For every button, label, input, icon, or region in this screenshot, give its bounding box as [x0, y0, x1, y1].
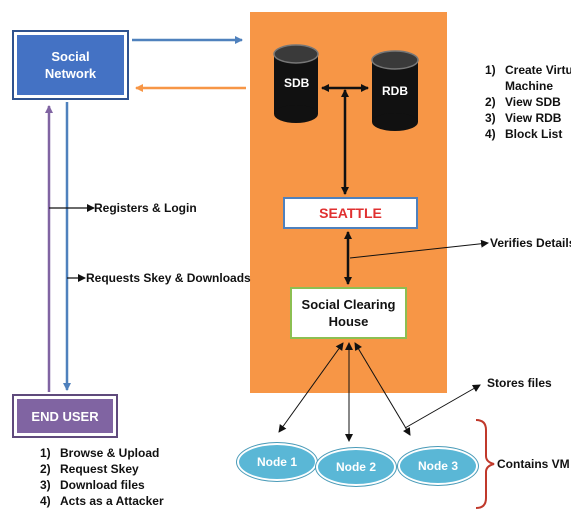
admin-action-item: 3) View RDB — [485, 110, 571, 126]
end-user-box: END USER — [12, 394, 118, 438]
item-number: 2) — [40, 462, 51, 476]
node-1-label: Node 1 — [256, 455, 297, 469]
item-text: View SDB — [505, 95, 561, 109]
item-text: Create Virtual — [505, 63, 571, 77]
node-1: Node 1 — [237, 443, 317, 481]
user-action-item: 1) Browse & Upload — [40, 445, 164, 461]
item-text: Acts as a Attacker — [60, 494, 164, 508]
brace-contains-vm — [475, 419, 495, 509]
clearing-house-label: Social Clearing House — [301, 297, 396, 329]
arrow-clearing-node3 — [354, 342, 411, 436]
item-number: 1) — [40, 446, 51, 460]
user-action-item: 3) Download files — [40, 477, 164, 493]
item-text: Request Skey — [60, 462, 139, 476]
item-text: View RDB — [505, 111, 562, 125]
item-text: Block List — [505, 127, 563, 141]
item-text: Browse & Upload — [60, 446, 160, 460]
sdb-database — [273, 44, 319, 123]
seattle-label: SEATTLE — [319, 205, 382, 221]
rdb-label: RDB — [382, 84, 408, 98]
verifies-label: Verifies Details — [490, 236, 571, 250]
arrow-clearing-node1 — [278, 342, 344, 433]
item-number: 1) — [485, 63, 496, 77]
seattle-box: SEATTLE — [283, 197, 418, 229]
social-network-label: Social Network — [44, 49, 97, 81]
contains-vm-label: Contains VM — [497, 457, 570, 471]
end-user-label: END USER — [31, 408, 99, 424]
clearing-house-box: Social Clearing House — [290, 287, 407, 339]
item-number: 4) — [40, 494, 51, 508]
admin-action-item-cont: Machine — [485, 78, 571, 94]
user-action-item: 2) Request Skey — [40, 461, 164, 477]
node-2-label: Node 2 — [335, 460, 376, 474]
social-network-box: Social Network — [12, 30, 129, 100]
item-number: 3) — [40, 478, 51, 492]
admin-actions-list: 1) Create Virtual Machine 2) View SDB 3) Vi… — [485, 62, 571, 142]
arrow-verifies — [349, 239, 489, 259]
registers-label: Registers & Login — [94, 201, 197, 215]
stores-label: Stores files — [487, 376, 552, 390]
node-3-label: Node 3 — [417, 459, 458, 473]
admin-action-item: 2) View SDB — [485, 94, 571, 110]
requests-label: Requests Skey & Downloads — [86, 271, 251, 285]
node-3: Node 3 — [398, 447, 478, 485]
arrow-stores — [404, 384, 481, 429]
sdb-label: SDB — [284, 76, 310, 90]
item-text: Machine — [505, 79, 554, 93]
item-text: Download files — [60, 478, 145, 492]
admin-action-item: 1) Create Virtual — [485, 62, 571, 78]
node-2: Node 2 — [316, 448, 396, 486]
user-actions-list: 1) Browse & Upload 2) Request Skey 3) Downl… — [40, 445, 164, 509]
rdb-database — [371, 50, 419, 131]
user-action-item: 4) Acts as a Attacker — [40, 493, 164, 509]
item-number: 3) — [485, 111, 496, 125]
admin-action-item: 4) Block List — [485, 126, 571, 142]
item-number: 4) — [485, 127, 496, 141]
item-number: 2) — [485, 95, 496, 109]
